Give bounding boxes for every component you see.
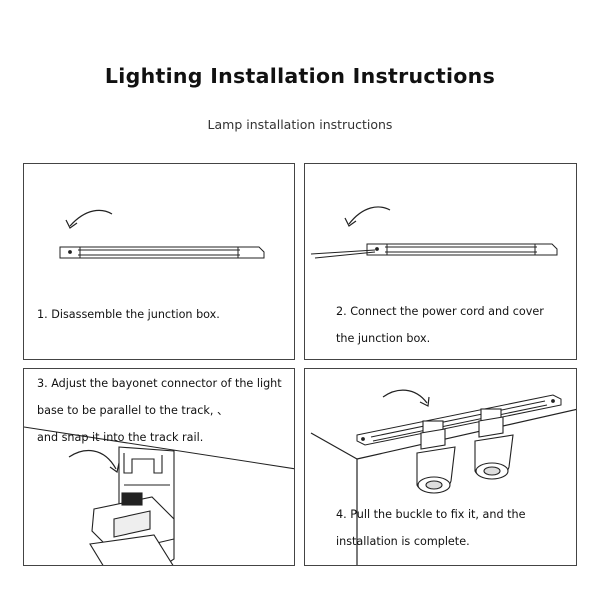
step-2-caption: 2. Connect the power cord and cover the …	[336, 298, 544, 352]
step-1-panel: 1. Disassemble the junction box.	[23, 163, 295, 360]
caption-line: 1. Disassemble the junction box.	[37, 308, 220, 321]
rotate-arrow-icon	[382, 389, 430, 407]
caption-line: 4. Pull the buckle to fix it, and the	[336, 508, 526, 521]
rotate-arrow-icon	[344, 206, 391, 227]
track-rail	[366, 243, 558, 256]
step-3-panel: 3. Adjust the bayonet connector of the l…	[23, 368, 295, 566]
step-1-caption: 1. Disassemble the junction box.	[37, 301, 220, 328]
lamp-body	[89, 534, 174, 565]
step-2-panel: 2. Connect the power cord and cover the …	[304, 163, 577, 360]
step-2-illustration	[310, 206, 558, 259]
track-rail	[356, 394, 562, 446]
step-4-panel: 4. Pull the buckle to fix it, and the in…	[304, 368, 577, 566]
step-4-caption: 4. Pull the buckle to fix it, and the in…	[336, 501, 526, 555]
ceiling-edge	[310, 408, 576, 565]
lamp-right	[474, 408, 514, 480]
page-subtitle: Lamp installation instructions	[207, 117, 393, 132]
step-4-illustration	[310, 389, 576, 565]
rotate-arrow-icon	[65, 209, 113, 229]
page-title: Lighting Installation Instructions	[104, 64, 496, 88]
step-3-illustration	[24, 426, 294, 565]
track-rail	[59, 246, 265, 259]
rotate-arrow-icon	[68, 450, 120, 474]
ceiling-line	[24, 426, 294, 470]
step-1-illustration	[59, 209, 265, 259]
caption-line: installation is complete.	[336, 535, 470, 548]
caption-line: the junction box.	[336, 332, 431, 345]
caption-line: 3. Adjust the bayonet connector of the l…	[37, 377, 282, 390]
caption-line: 2. Connect the power cord and cover	[336, 305, 544, 318]
step-3-caption: 3. Adjust the bayonet connector of the l…	[37, 370, 282, 451]
caption-line: base to be parallel to the track, 、	[37, 404, 229, 417]
caption-line: and snap it into the track rail.	[37, 431, 204, 444]
lamp-left	[416, 420, 456, 494]
power-cord	[310, 249, 376, 259]
